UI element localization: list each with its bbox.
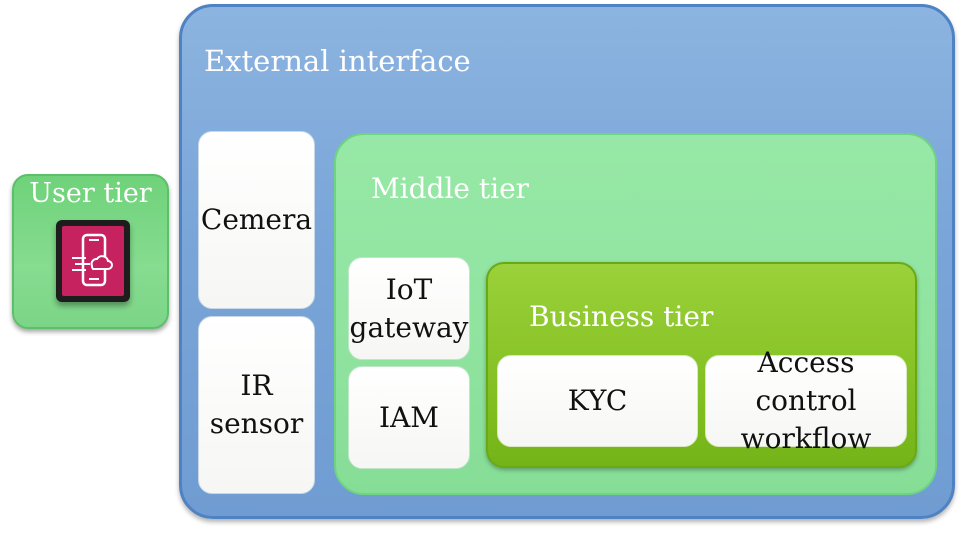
ir-sensor-box: IR sensor [198,316,315,494]
mobile-cloud-icon [56,220,130,302]
camera-box: Cemera [198,131,315,309]
ir-sensor-label: IR sensor [209,369,304,440]
business-tier-label: Business tier [529,300,714,333]
mobile-cloud-icon-glyph [72,233,113,287]
user-tier-box: User tier [12,174,169,329]
external-interface-label: External interface [204,44,471,78]
iam-label: IAM [379,400,439,434]
iot-gateway-box: IoT gateway [348,257,470,360]
kyc-box: KYC [497,355,698,447]
kyc-label: KYC [567,384,628,418]
camera-label: Cemera [200,203,313,237]
access-control-workflow-box: Access control workflow [705,346,907,455]
iam-box: IAM [348,366,470,469]
access-control-workflow-label: Access control workflow [740,346,872,455]
middle-tier-label: Middle tier [371,172,530,205]
iot-gateway-label: IoT gateway [349,272,469,344]
user-tier-label: User tier [29,178,152,209]
